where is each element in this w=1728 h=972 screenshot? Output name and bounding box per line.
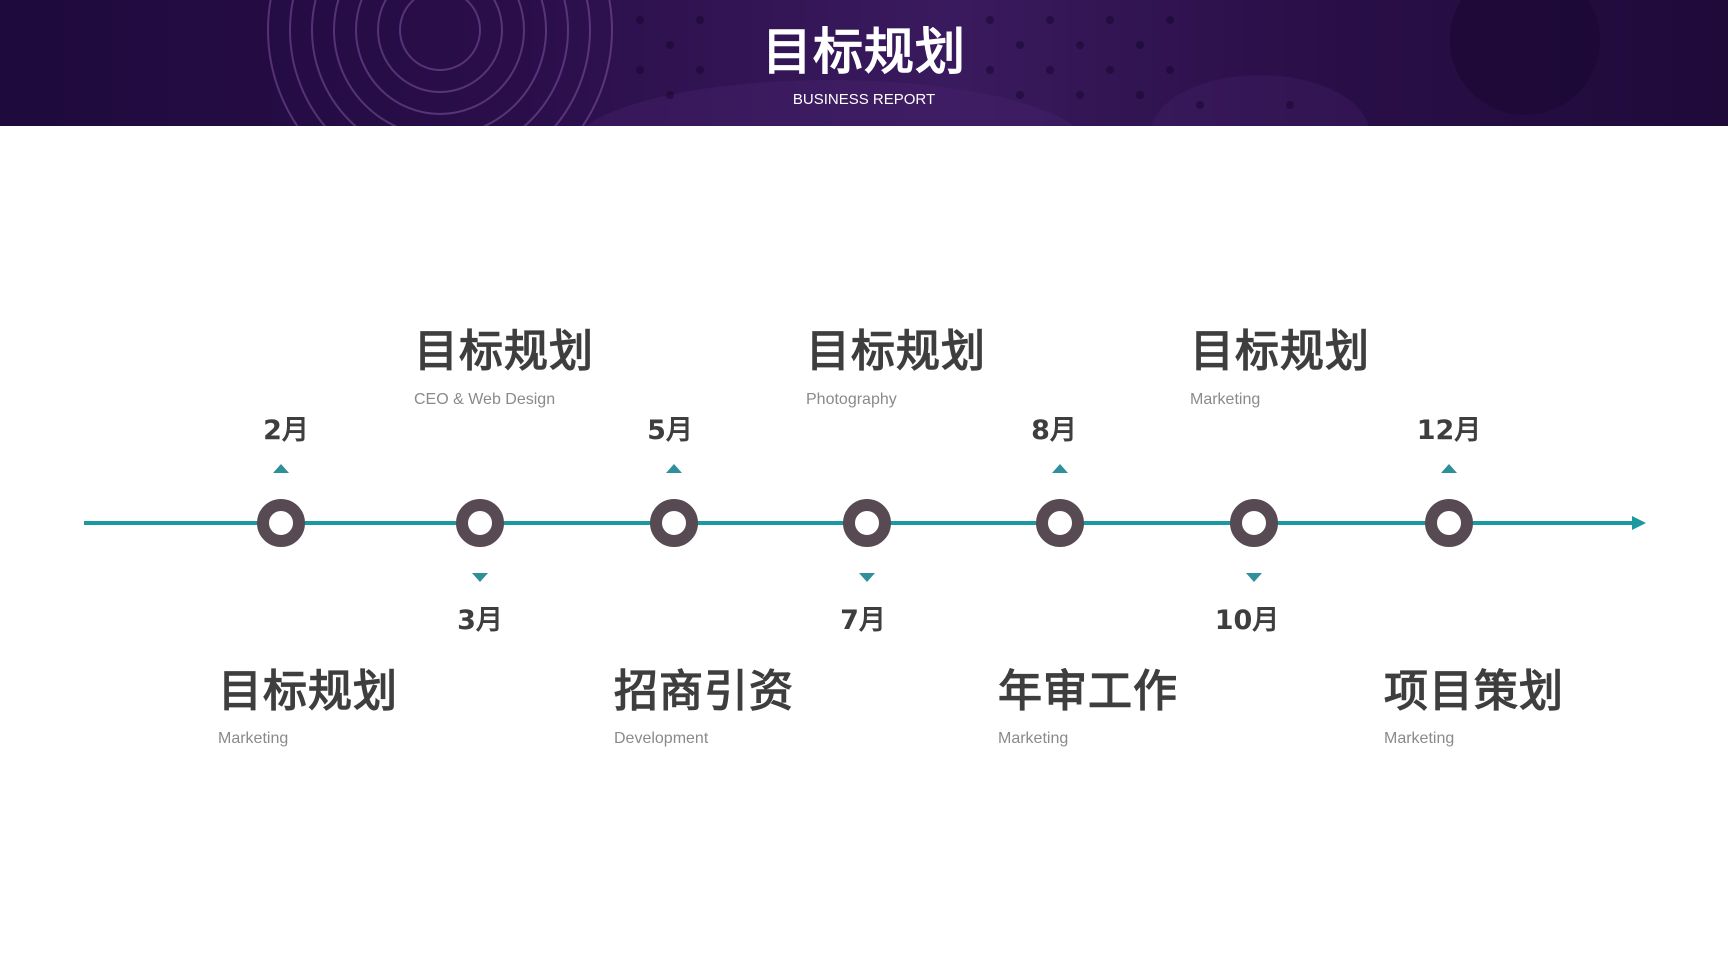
milestone-subtitle: CEO & Web Design bbox=[414, 391, 556, 408]
milestone-title: 招商引资 bbox=[614, 666, 794, 717]
milestone-title: 项目策划 bbox=[1384, 666, 1564, 717]
header-banner: 目标规划 BUSINESS REPORT bbox=[0, 0, 1728, 126]
caret-down-icon bbox=[859, 573, 875, 582]
caret-down-icon bbox=[1246, 573, 1262, 582]
timeline-node bbox=[1036, 499, 1084, 547]
caret-up-icon bbox=[273, 464, 289, 473]
milestone-title: 目标规划 bbox=[218, 666, 398, 717]
month-label: 3月 bbox=[457, 605, 503, 636]
banner-decoration bbox=[267, 0, 1600, 126]
timeline-node bbox=[456, 499, 504, 547]
timeline-node bbox=[650, 499, 698, 547]
axis-arrow-head bbox=[1632, 516, 1646, 530]
milestone-subtitle: Development bbox=[614, 730, 709, 747]
milestone-title: 目标规划 bbox=[414, 326, 594, 377]
milestone-title: 目标规划 bbox=[1190, 326, 1370, 377]
caret-up-icon bbox=[1441, 464, 1457, 473]
milestone-title: 年审工作 bbox=[998, 666, 1178, 717]
milestone-subtitle: Marketing bbox=[1384, 730, 1455, 747]
page-title: 目标规划 bbox=[762, 23, 966, 81]
timeline-node bbox=[843, 499, 891, 547]
month-label: 2月 bbox=[263, 415, 309, 446]
caret-down-icon bbox=[472, 573, 488, 582]
milestone-subtitle: Marketing bbox=[998, 730, 1069, 747]
milestone-subtitle: Photography bbox=[806, 391, 897, 408]
month-label: 7月 bbox=[840, 605, 886, 636]
timeline-node bbox=[257, 499, 305, 547]
month-label: 8月 bbox=[1031, 415, 1077, 446]
timeline-node bbox=[1425, 499, 1473, 547]
caret-up-icon bbox=[1052, 464, 1068, 473]
caret-up-icon bbox=[666, 464, 682, 473]
timeline-node bbox=[1230, 499, 1278, 547]
month-label: 10月 bbox=[1214, 605, 1280, 636]
month-label: 5月 bbox=[647, 415, 693, 446]
milestone-subtitle: Marketing bbox=[218, 730, 289, 747]
milestone-subtitle: Marketing bbox=[1190, 391, 1261, 408]
milestone-title: 目标规划 bbox=[806, 326, 986, 377]
month-label: 12月 bbox=[1416, 415, 1482, 446]
page-subtitle: BUSINESS REPORT bbox=[792, 91, 936, 108]
